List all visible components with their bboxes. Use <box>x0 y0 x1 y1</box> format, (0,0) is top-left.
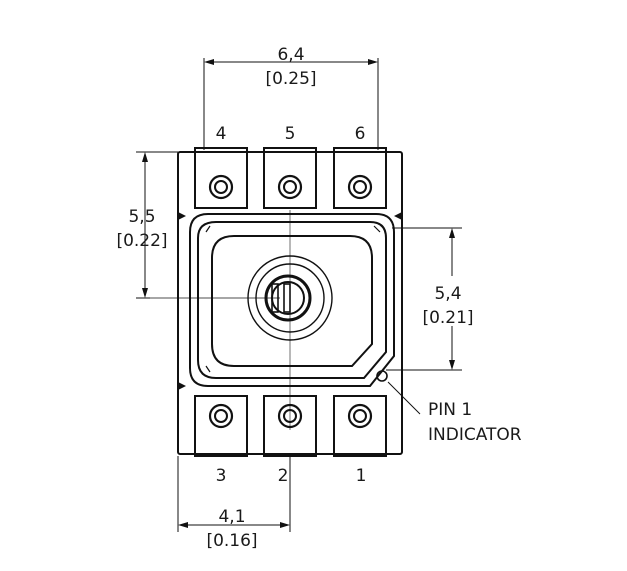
pad-5 <box>263 147 317 209</box>
pin1-marker <box>376 370 421 415</box>
left-height-imperial: [0.22] <box>116 231 167 251</box>
pin-label-1: 1 <box>356 466 367 486</box>
pressure-port <box>148 210 333 430</box>
pad-4 <box>194 147 248 209</box>
dimension-bottom-width: 4,1 [0.16] <box>177 456 291 551</box>
pin1-label-line2: INDICATOR <box>428 425 522 445</box>
left-height-metric: 5,5 <box>128 207 155 227</box>
right-height-imperial: [0.21] <box>422 308 473 328</box>
pin-label-6: 6 <box>355 124 366 144</box>
pin-labels-top: 4 5 6 <box>216 124 366 144</box>
pin-label-4: 4 <box>216 124 227 144</box>
pin-label-2: 2 <box>278 466 289 486</box>
top-width-imperial: [0.25] <box>265 69 316 89</box>
pin1-indicator-label: PIN 1 INDICATOR <box>428 400 522 445</box>
bottom-pads <box>194 395 387 457</box>
pin-label-3: 3 <box>216 466 227 486</box>
dimension-top-width: 6,4 [0.25] <box>203 45 379 150</box>
top-pads <box>194 147 387 209</box>
top-width-metric: 6,4 <box>277 45 304 65</box>
pin-labels-bottom: 3 2 1 <box>216 466 367 486</box>
bottom-width-metric: 4,1 <box>218 507 245 527</box>
pin1-label-line1: PIN 1 <box>428 400 472 420</box>
pad-1 <box>333 395 387 457</box>
package-body <box>177 151 403 455</box>
bottom-width-imperial: [0.16] <box>206 531 257 551</box>
right-height-metric: 5,4 <box>434 284 461 304</box>
sensor-cavity <box>189 213 395 387</box>
pin-label-5: 5 <box>285 124 296 144</box>
pad-3 <box>194 395 248 457</box>
dimension-left-height: 5,5 [0.22] <box>116 151 178 299</box>
pad-6 <box>333 147 387 209</box>
dimension-right-height: 5,4 [0.21] <box>386 227 474 371</box>
